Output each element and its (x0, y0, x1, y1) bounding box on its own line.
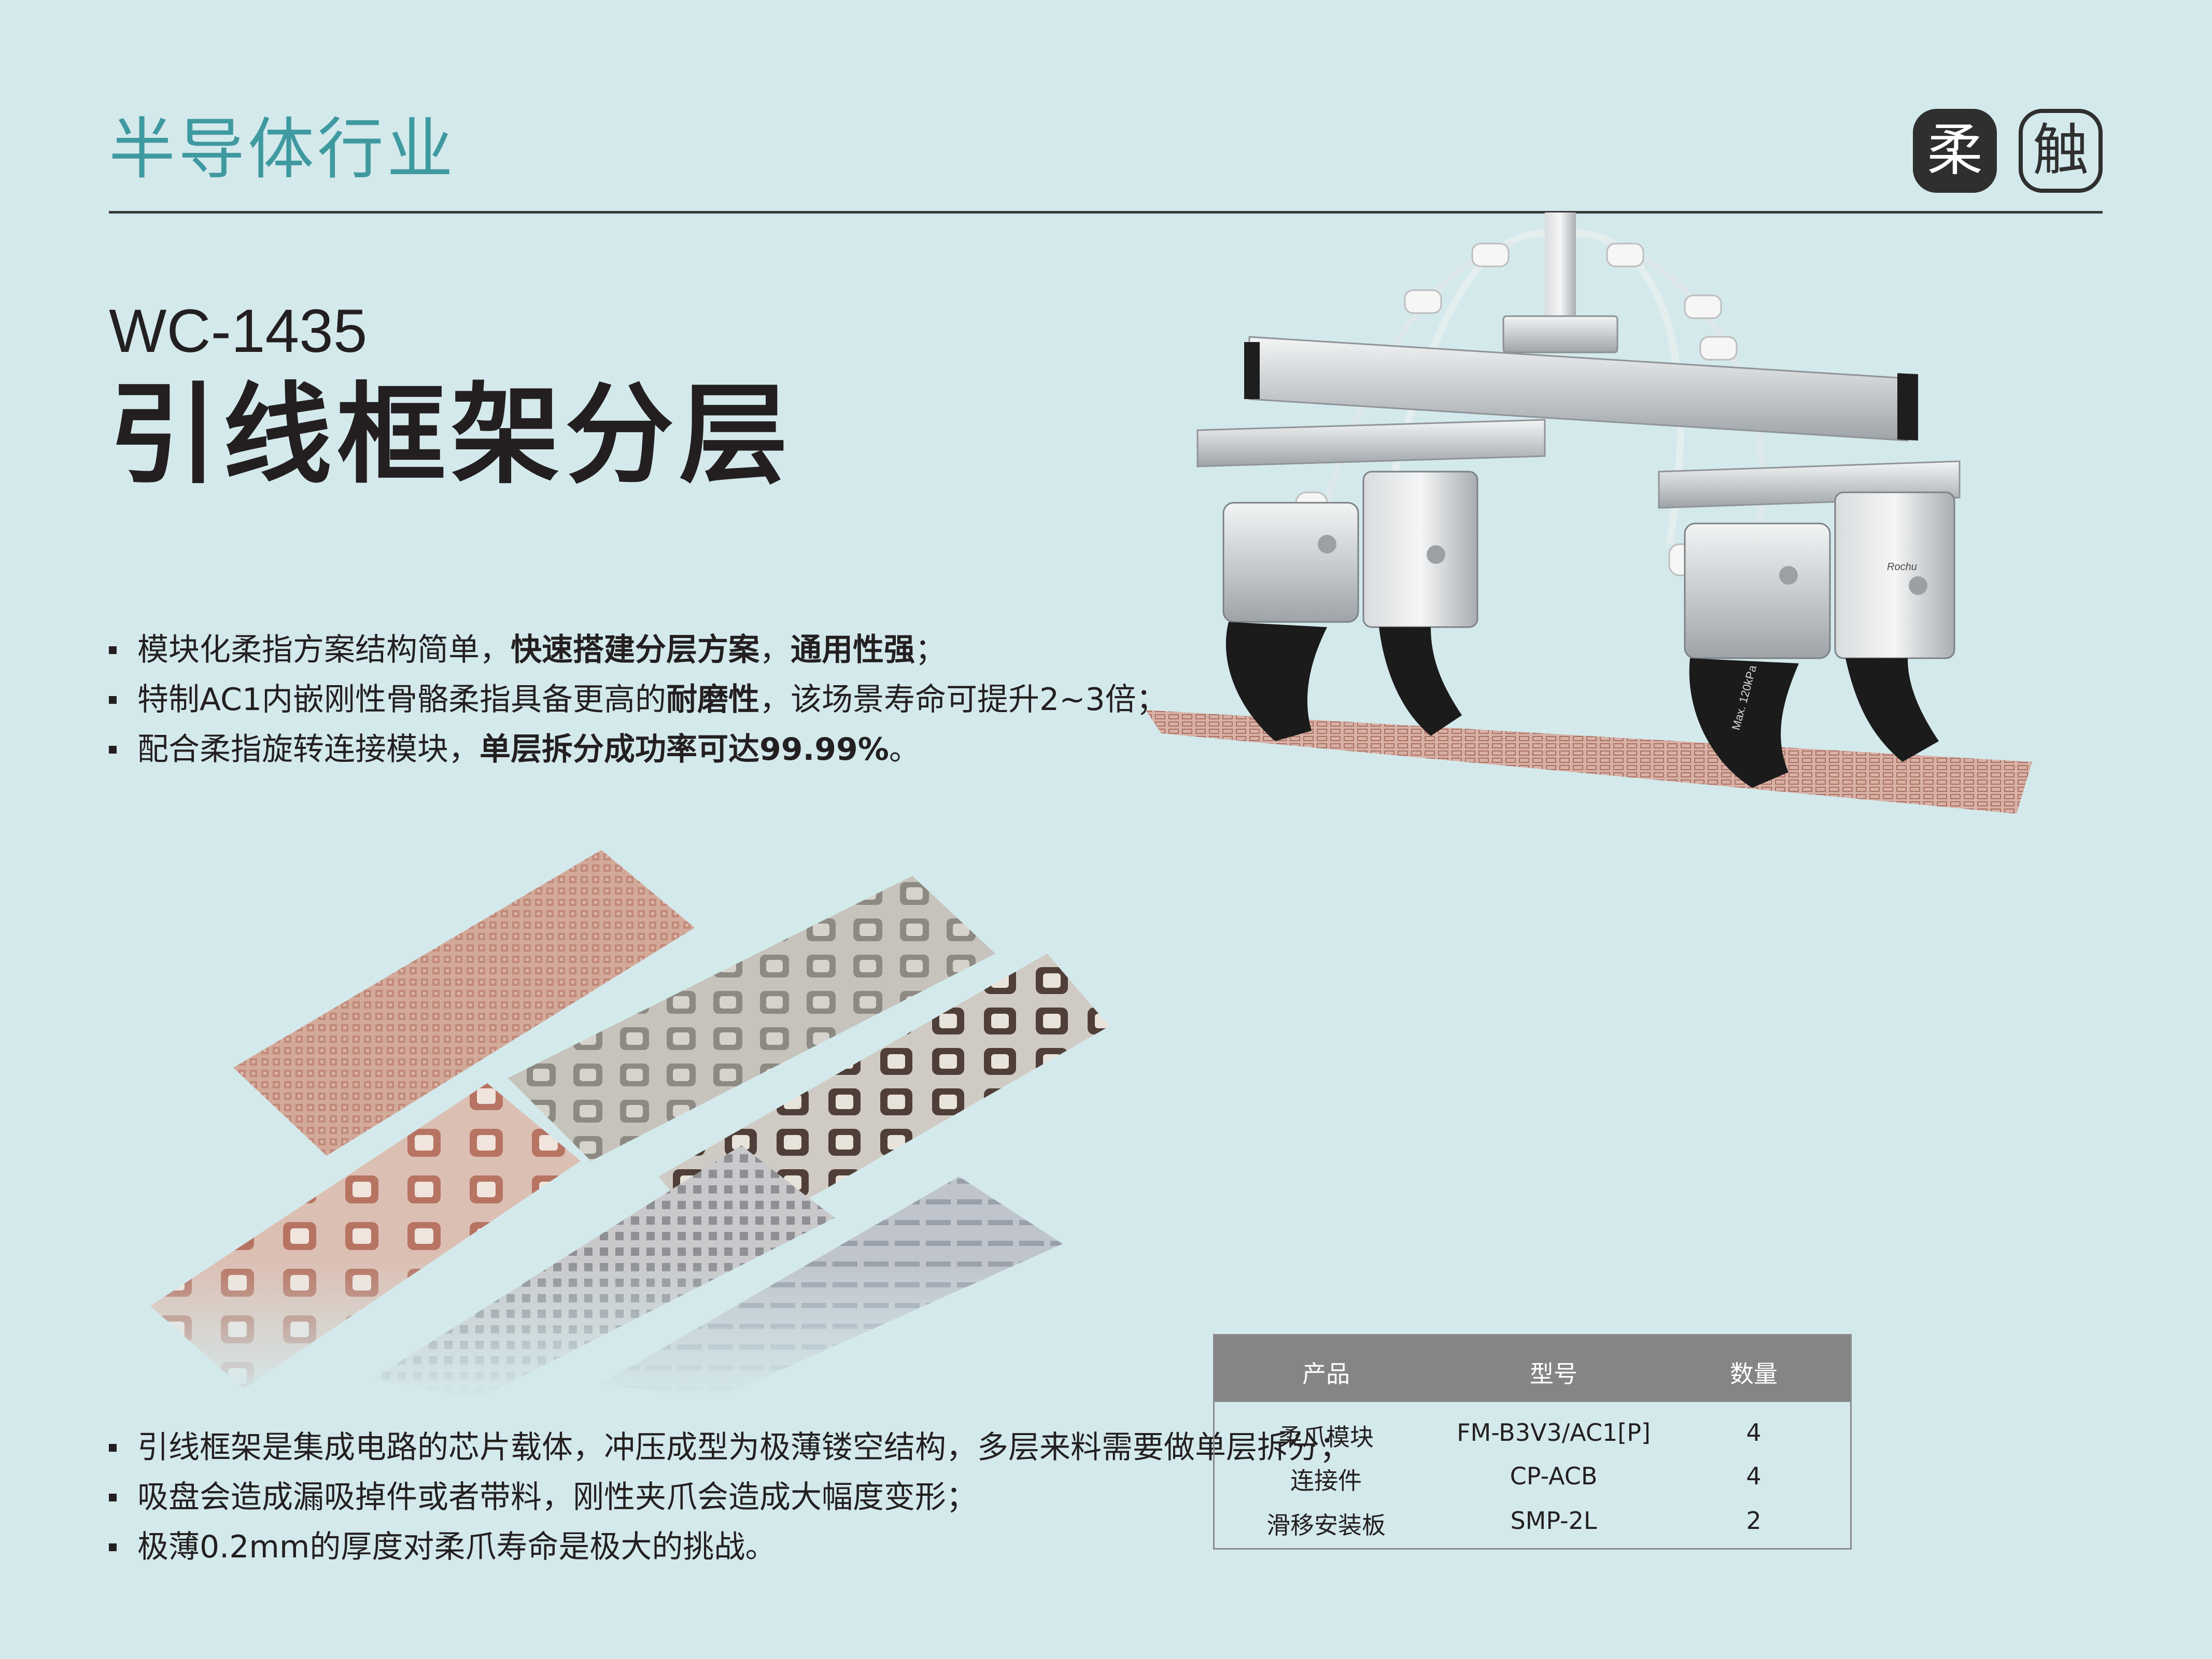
section-title: 半导体行业 (109, 111, 457, 188)
center-rod (1545, 212, 1576, 332)
table-cell: 柔爪模块 (1278, 1423, 1374, 1451)
table-cell: CP-ACB (1510, 1462, 1598, 1490)
header-quantity: 数量 (1730, 1360, 1778, 1388)
bullet-icon (109, 1494, 117, 1501)
lead-frame-strip (1146, 710, 2032, 814)
gripper-module-left (1222, 471, 1478, 741)
product-name: 引线框架分层 (109, 372, 794, 499)
brand-logo-rou: 柔 (1913, 109, 1997, 193)
brand-logo-rong: 触 (2019, 109, 2103, 193)
bullet-icon (109, 1444, 117, 1452)
lead-frame-samples-photo (145, 840, 1120, 1399)
bom-table: 产品 型号 数量 柔爪模块 FM-B3V3/AC1[P] 4 连接件 CP-AC… (1213, 1334, 1852, 1550)
challenge-list: 引线框架是集成电路的芯片载体，冲压成型为极薄镂空结构，多层来料需要做单层拆分； … (109, 1423, 1350, 1572)
bullet-icon (109, 696, 117, 704)
header-product: 产品 (1302, 1360, 1350, 1388)
table-cell: 2 (1746, 1507, 1762, 1535)
bullet-icon (109, 1543, 117, 1551)
header-divider (109, 211, 2103, 214)
table-cell: 连接件 (1290, 1467, 1362, 1495)
model-code: WC-1435 (109, 297, 368, 365)
challenge-item: 引线框架是集成电路的芯片载体，冲压成型为极薄镂空结构，多层来料需要做单层拆分； (109, 1423, 1350, 1472)
table-cell: FM-B3V3/AC1[P] (1457, 1419, 1651, 1447)
table-cell: 4 (1746, 1462, 1762, 1490)
bullet-icon (109, 646, 117, 654)
feature-item: 配合柔指旋转连接模块，单层拆分成功率可达99.99%。 (109, 725, 1167, 774)
challenge-item: 吸盘会造成漏吸掉件或者带料，刚性夹爪会造成大幅度变形； (109, 1472, 1350, 1522)
feature-item: 特制AC1内嵌刚性骨骼柔指具备更高的耐磨性，该场景寿命可提升2~3倍； (109, 675, 1167, 725)
header-model: 型号 (1530, 1360, 1577, 1388)
gripper-module-right: Max. 120kPa Rochu (1684, 491, 1955, 788)
gripper-product-photo: Max. 120kPa Rochu (1146, 212, 2032, 814)
feature-list: 模块化柔指方案结构简单，快速搭建分层方案，通用性强； 特制AC1内嵌刚性骨骼柔指… (109, 625, 1167, 774)
bullet-icon (109, 746, 117, 754)
table-cell: 滑移安装板 (1266, 1511, 1386, 1539)
feature-item: 模块化柔指方案结构简单，快速搭建分层方案，通用性强； (109, 625, 1167, 675)
table-cell: SMP-2L (1510, 1507, 1597, 1535)
table-cell: 4 (1746, 1419, 1762, 1447)
bom-table-header (1215, 1336, 1850, 1402)
challenge-item: 极薄0.2mm的厚度对柔爪寿命是极大的挑战。 (109, 1522, 1350, 1572)
gripper-brand-label: Rochu (1887, 561, 1917, 573)
